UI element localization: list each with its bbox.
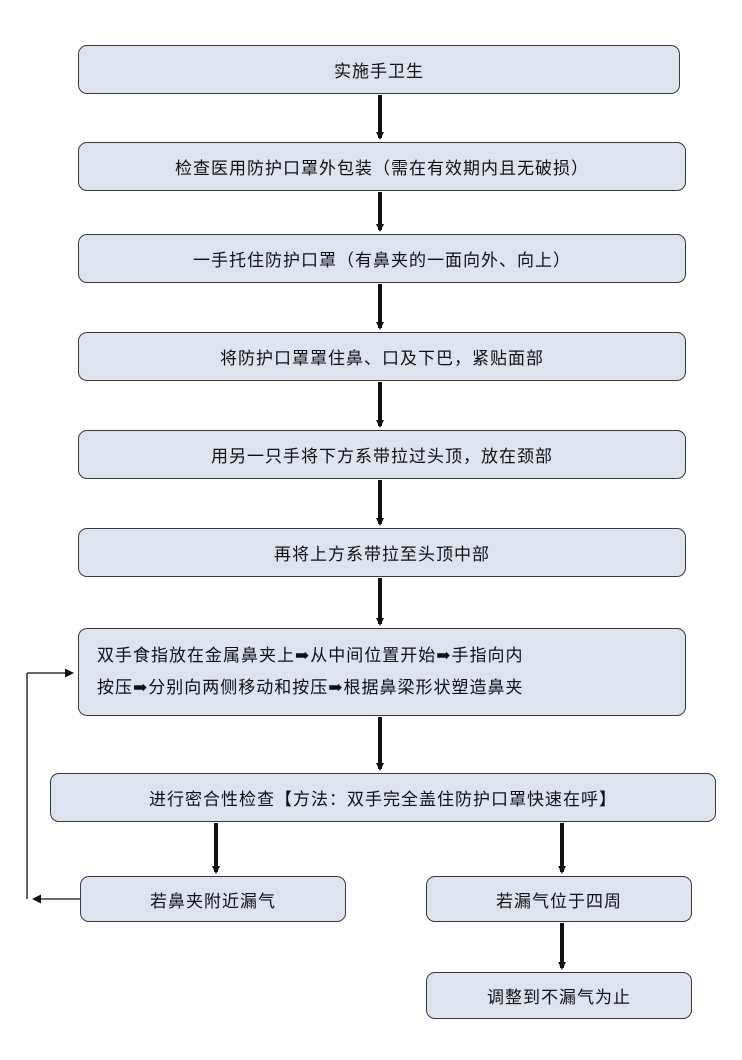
step-shape-nose-clip: 双手食指放在金属鼻夹上➡从中间位置开始➡手指向内 按压➡分别向两侧移动和按压➡根…	[78, 628, 686, 716]
step-seal-check: 进行密合性检查【方法：双手完全盖住防护口罩快速在呼】	[50, 773, 716, 822]
nose-clip-line-2: 按压➡分别向两侧移动和按压➡根据鼻梁形状塑造鼻夹	[97, 678, 524, 698]
step-check-packaging: 检查医用防护口罩外包装（需在有效期内且无破损）	[78, 142, 686, 191]
step-hand-hygiene: 实施手卫生	[78, 45, 680, 94]
step-upper-strap: 再将上方系带拉至头顶中部	[78, 528, 686, 577]
step-cover-face: 将防护口罩罩住鼻、口及下巴，紧贴面部	[78, 332, 686, 381]
branch-leak-around-edges: 若漏气位于四周	[426, 876, 692, 922]
branch-leak-near-nose-clip: 若鼻夹附近漏气	[80, 876, 346, 922]
step-hold-mask: 一手托住防护口罩（有鼻夹的一面向外、向上）	[78, 234, 686, 283]
step-adjust-until-sealed: 调整到不漏气为止	[426, 972, 692, 1019]
nose-clip-line-1: 双手食指放在金属鼻夹上➡从中间位置开始➡手指向内	[97, 646, 524, 666]
step-lower-strap: 用另一只手将下方系带拉过头顶，放在颈部	[78, 430, 686, 479]
